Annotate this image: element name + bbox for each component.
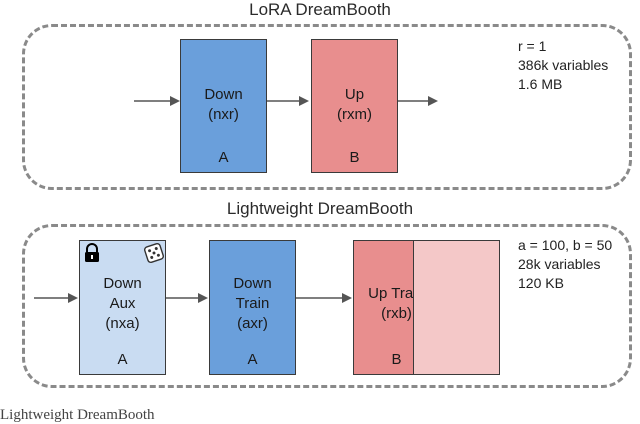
down-aux-label: Aux [109, 295, 136, 312]
up-train-dims: (rxb) [381, 305, 412, 322]
lora-rank: r = 1 [518, 38, 547, 54]
lora-up-box: Up (rxm) B [311, 39, 398, 173]
lora-down-name: Down [204, 86, 243, 103]
dice-icon [143, 242, 165, 264]
lora-variables: 386k variables [518, 57, 609, 73]
lightweight-rank-settings: a = 100, b = 50 [518, 237, 613, 253]
down-aux-dims: (nxa) [105, 315, 140, 332]
down-train-dims: (axr) [237, 315, 268, 332]
up-train-name: Up Train [368, 285, 425, 302]
lora-down-dims: (nxr) [208, 106, 239, 123]
lightweight-stats: a = 100, b = 50 28k variables 120 KB [518, 236, 612, 293]
lightweight-dreambooth-panel [22, 224, 632, 388]
down-to-up-arrow-bottom [296, 293, 352, 303]
aux-to-train-arrow-down [166, 293, 208, 303]
lora-up-tag: B [349, 149, 360, 166]
output-arrow-top [398, 96, 438, 106]
lightweight-size: 120 KB [518, 275, 564, 291]
lora-up-dims: (rxm) [337, 106, 372, 123]
lora-dreambooth-panel [22, 24, 632, 190]
lora-down-box: Down (nxr) A [180, 39, 267, 173]
down-aux-tag: A [117, 351, 128, 368]
up-train-tag: B [391, 351, 402, 368]
lora-down-tag: A [218, 149, 229, 166]
figure-caption: Lightweight DreamBooth [0, 407, 155, 423]
input-arrow-bottom [34, 293, 78, 303]
lightweight-variables: 28k variables [518, 256, 601, 272]
lora-stats: r = 1 386k variables 1.6 MB [518, 37, 608, 94]
down-train-label: Train [235, 295, 270, 312]
lora-size: 1.6 MB [518, 76, 563, 92]
down-aux-name: Down [103, 275, 142, 292]
lora-up-name: Up [344, 86, 365, 103]
down-train-box: Down Train (axr) A [209, 240, 296, 375]
up-aux-box [413, 240, 500, 375]
lightweight-dreambooth-title: Lightweight DreamBooth [226, 199, 414, 218]
down-train-name: Down [233, 275, 272, 292]
input-arrow-top [134, 96, 180, 106]
down-to-up-arrow-top [267, 96, 309, 106]
lock-icon [85, 243, 99, 262]
lora-dreambooth-title: LoRA DreamBooth [249, 0, 391, 19]
down-train-tag: A [247, 351, 258, 368]
